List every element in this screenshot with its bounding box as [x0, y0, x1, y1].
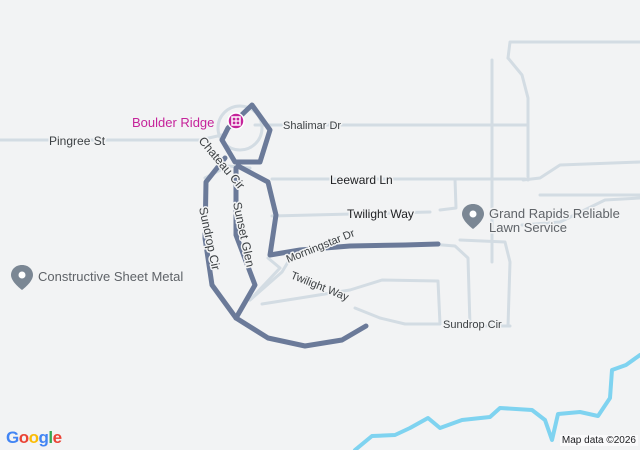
- google-logo[interactable]: Google: [6, 428, 62, 447]
- street-label-twilight-way-upper: Twilight Way: [347, 207, 414, 221]
- street-label-sundrop-cir-west: Sundrop Cir: [196, 206, 223, 272]
- place-pin-icon: [462, 204, 484, 229]
- poi-grand-rapids-lawn[interactable]: Grand Rapids Reliable Lawn Service: [462, 204, 621, 237]
- poi-label-grand-rapids-line2: Lawn Service: [489, 220, 567, 235]
- poi-boulder-ridge[interactable]: Boulder Ridge: [131, 112, 245, 132]
- street-label-shalimar: Shalimar Dr: [283, 120, 341, 132]
- poi-label-boulder-ridge: Boulder Ridge: [132, 115, 214, 130]
- route: [202, 102, 441, 349]
- roads: [0, 40, 640, 328]
- poi-label-grand-rapids-line1: Grand Rapids Reliable: [489, 206, 620, 221]
- street-label-pingree: Pingree St: [49, 134, 106, 148]
- stream: [353, 353, 640, 450]
- place-pin-icon: [11, 265, 33, 290]
- poi-label-constructive: Constructive Sheet Metal: [38, 269, 183, 284]
- building-icon: [227, 112, 245, 130]
- street-label-leeward: Leeward Ln: [330, 173, 393, 187]
- street-label-sundrop-cir-south: Sundrop Cir: [443, 319, 502, 331]
- poi-constructive-sheet-metal[interactable]: Constructive Sheet Metal: [11, 265, 185, 290]
- map-attribution[interactable]: Map data ©2026: [559, 435, 638, 446]
